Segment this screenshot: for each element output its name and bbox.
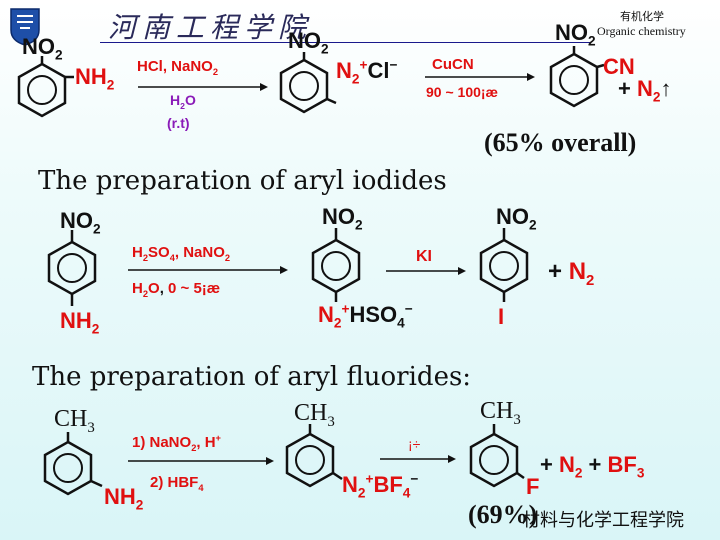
course-name-cn: 有机化学 [620, 11, 664, 23]
fl-reagent-line2: 2) HBF4 [150, 474, 204, 493]
fl-reagent2-heat: ¡÷ [408, 436, 421, 452]
course-name-en: Organic chemistry [597, 24, 686, 38]
s1-byproduct-n2: + N2↑ [618, 76, 672, 105]
fl-int-ch3: CH3 [294, 400, 335, 430]
s1-prod-benzene-ring [549, 46, 605, 108]
fl-sm-ch3: CH3 [54, 406, 95, 436]
fl-int-benzene-ring [285, 424, 343, 488]
io-prod-no2: NO2 [496, 204, 537, 233]
io-reagent-top: H2SO4, NaNO2 [132, 244, 231, 263]
s1-sm-nh2: NH2 [75, 64, 115, 93]
fl-prod-fluorine: F [526, 474, 540, 499]
s1-prod-no2: NO2 [555, 20, 596, 49]
s1-int-diazonium: N2+Cl− [336, 57, 398, 87]
university-emblem [8, 6, 42, 46]
s1-prod-cn: CN [603, 54, 635, 79]
io-reagent2: KI [416, 248, 432, 265]
s1-reagent-rt: (r.t) [167, 115, 190, 131]
io-sm-nh2: NH2 [60, 308, 100, 337]
s1-reagent-top: HCl, NaNO2 [137, 58, 219, 77]
fl-reagent-line1: 1) NaNO2, H+ [132, 433, 221, 453]
io-prod-benzene-ring [479, 228, 529, 302]
fl-arrow-1 [128, 457, 274, 465]
io-int-benzene-ring [311, 228, 361, 302]
fl-int-diazonium: N2+BF4− [342, 471, 419, 501]
fl-sm-benzene-ring [43, 432, 103, 496]
fl-prod-ch3: CH3 [480, 398, 521, 428]
iodides-title: The preparation of aryl iodides [38, 166, 447, 196]
io-int-no2: NO2 [322, 204, 363, 233]
s1-int-no2: NO2 [288, 28, 329, 57]
fl-yield: (69%) [468, 500, 538, 529]
fl-byproducts: + N2 + BF3 [540, 452, 645, 481]
io-reagent-bottom: H2O, 0 ~ 5¡æ [132, 280, 221, 299]
io-byproduct-n2: + N2 [548, 258, 595, 289]
s1-reagent2-top: CuCN [432, 56, 474, 73]
io-sm-no2: NO2 [60, 208, 101, 237]
fl-sm-nh2: NH2 [104, 484, 144, 513]
s1-sm-benzene-ring [17, 56, 74, 118]
footer-school-name: 材料与化学工程学院 [522, 510, 684, 530]
university-logo-text: 河南工程学院 [108, 11, 313, 44]
io-arrow-1 [128, 266, 288, 274]
s1-reagent-h2o: H2O [170, 92, 196, 111]
s1-overall-yield: (65% overall) [484, 128, 637, 157]
fl-prod-benzene-ring [469, 424, 525, 488]
s1-arrow-1 [138, 83, 268, 91]
s1-reagent2-bottom: 90 ~ 100¡æ [426, 84, 498, 100]
fl-arrow-2 [380, 455, 456, 463]
s1-sm-no2: NO2 [22, 34, 63, 63]
s1-int-benzene-ring [279, 52, 337, 114]
io-prod-iodine: I [498, 304, 505, 329]
fluorides-title: The preparation of aryl fluorides: [32, 362, 472, 392]
io-arrow-2 [386, 267, 466, 275]
io-sm-benzene-ring [47, 230, 97, 306]
io-int-diazonium: N2+HSO4− [318, 301, 413, 331]
gas-evolution-arrow: ↑ [660, 76, 672, 101]
s1-arrow-2 [425, 73, 535, 81]
header-rule [100, 42, 590, 43]
